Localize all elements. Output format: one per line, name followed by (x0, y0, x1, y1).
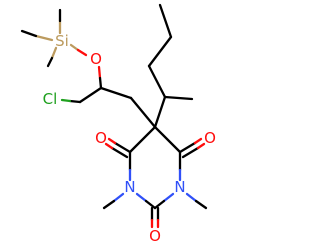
bond-n1-methyl-b (194, 199, 208, 210)
bond-n3-methyl-b (102, 199, 116, 210)
bond-si-o (69, 43, 80, 52)
bond-ch-ch2c (147, 64, 167, 99)
atom-labels: Si O Cl O O N N O (43, 32, 216, 245)
bond-ch2-cl-c (68, 99, 82, 104)
bond-si-methyl-bottom (50, 46, 58, 60)
bond-o-ch (97, 65, 102, 80)
bond-c6-o-b (181, 146, 200, 159)
bond-ch2d-ch3 (158, 3, 173, 39)
bond-c5-ch (153, 95, 167, 129)
bond-ch-ch2 (78, 86, 103, 104)
bond-c4-o-b2 (104, 142, 114, 150)
bond-lines (20, 3, 208, 229)
bond-ch-ch2b (99, 86, 133, 100)
atom-si: Si (55, 32, 69, 50)
bond-n1-c2-b (153, 199, 166, 210)
atom-o-ether: O (90, 50, 102, 68)
bond-ch2b-c5 (129, 96, 157, 129)
bond-n1-methyl-a (185, 192, 198, 203)
bond-c5-c6 (153, 125, 182, 154)
bond-ch-o (98, 76, 103, 90)
bond-c4-o-a2 (107, 137, 117, 145)
bond-c6-o-b2 (196, 142, 206, 150)
bond-c5-c4 (128, 125, 157, 154)
bond-c4-o-b (110, 146, 129, 159)
bond-si-methyl-left (34, 34, 54, 42)
bond-si-methyl-left-tail (20, 29, 38, 38)
bond-n3-c2-b (144, 199, 157, 210)
atom-cl: Cl (43, 90, 58, 108)
bond-n1-c2-a (162, 192, 175, 203)
atom-n3: N (124, 178, 135, 196)
bond-n3-c2-a (135, 192, 148, 203)
chemical-structure: Si O Cl O O N N O (20, 3, 216, 245)
atom-o-c4: O (95, 129, 107, 147)
bond-ch2c-ch2d (147, 35, 173, 68)
atom-o-c6: O (204, 129, 216, 147)
bond-n3-methyl-a (112, 192, 125, 203)
bond-ch-methyl (163, 95, 194, 101)
atom-n1: N (174, 178, 185, 196)
atom-o-c2: O (149, 227, 161, 245)
bond-c4-o-a (113, 141, 132, 154)
bond-o-si (76, 48, 88, 57)
bond-si-methyl-bottom-tail (46, 56, 54, 68)
bond-ch2-cl (60, 98, 72, 103)
bond-c6-o-a (178, 141, 197, 154)
bond-c6-o-a2 (193, 137, 203, 145)
